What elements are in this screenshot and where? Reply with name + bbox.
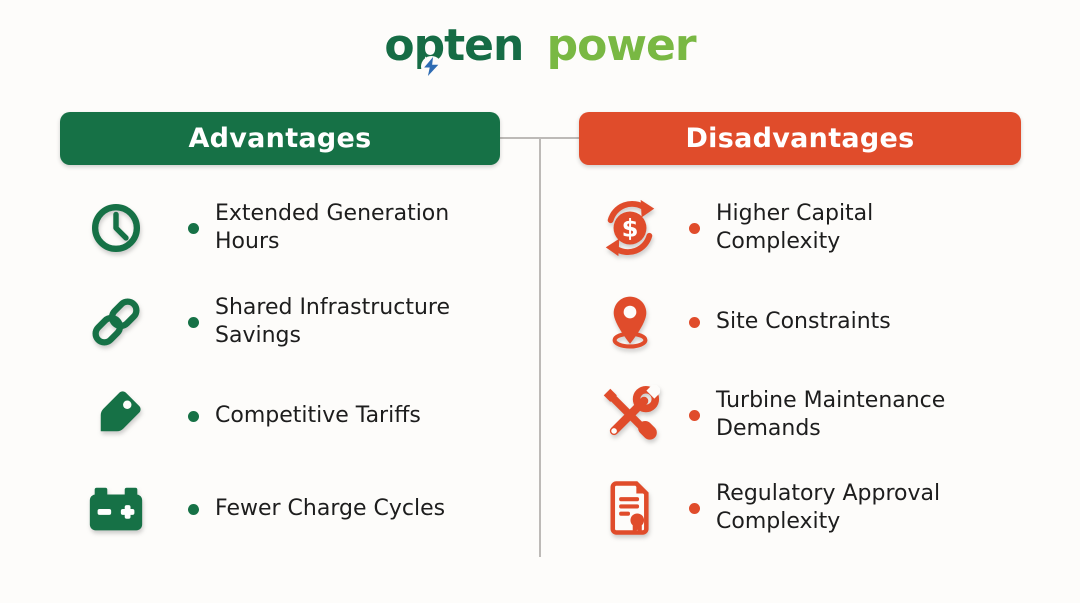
chain-link-icon xyxy=(84,290,148,354)
price-tag-icon xyxy=(84,384,148,448)
advantage-label: Extended Generation Hours xyxy=(215,201,450,254)
advantage-label: Fewer Charge Cycles xyxy=(215,496,446,521)
disadvantage-row: Site Constraints xyxy=(598,287,891,357)
bullet-dot xyxy=(188,410,199,422)
logo: opten power xyxy=(0,20,1080,77)
disadvantage-row: Regulatory Approval Complexity xyxy=(598,473,974,543)
lightning-bolt-icon xyxy=(421,39,443,77)
advantages-header: Advantages xyxy=(60,112,500,165)
battery-icon xyxy=(84,477,148,541)
bullet-dot xyxy=(689,409,700,421)
disadvantage-label: Turbine Maintenance Demands xyxy=(716,388,946,441)
advantage-row: Fewer Charge Cycles xyxy=(84,474,445,544)
disadvantages-header: Disadvantages xyxy=(579,112,1021,165)
disadvantage-label: Higher Capital Complexity xyxy=(716,201,874,254)
advantage-row: Extended Generation Hours xyxy=(84,193,477,263)
bullet-dot xyxy=(188,316,199,328)
bullet-dot xyxy=(188,503,199,515)
maintenance-tools-icon xyxy=(598,383,662,447)
clock-icon xyxy=(84,196,148,260)
bullet-dot xyxy=(689,316,700,328)
disadvantages-title: Disadvantages xyxy=(685,123,915,154)
advantage-label: Shared Infrastructure Savings xyxy=(215,295,450,348)
disadvantage-row: $ Higher Capital Complexity xyxy=(598,193,974,263)
bullet-dot xyxy=(689,222,700,234)
advantage-row: Competitive Tariffs xyxy=(84,381,421,451)
bullet-dot xyxy=(689,502,700,514)
logo-wordmark-opten-wrap: opten xyxy=(384,20,524,77)
svg-text:$: $ xyxy=(622,215,639,243)
advantage-row: Shared Infrastructure Savings xyxy=(84,287,477,357)
bullet-dot xyxy=(188,222,199,234)
certificate-icon xyxy=(598,476,662,540)
logo-wordmark-power: power xyxy=(546,20,697,71)
disadvantage-label: Site Constraints xyxy=(716,309,891,334)
disadvantage-label: Regulatory Approval Complexity xyxy=(716,481,941,534)
center-divider-line xyxy=(539,138,541,557)
location-pin-icon xyxy=(598,290,662,354)
logo-wordmark-opten: opten xyxy=(384,20,524,71)
disadvantage-row: Turbine Maintenance Demands xyxy=(598,380,974,450)
advantage-label: Competitive Tariffs xyxy=(215,403,421,428)
advantages-title: Advantages xyxy=(188,123,372,154)
money-cycle-icon: $ xyxy=(598,196,662,260)
